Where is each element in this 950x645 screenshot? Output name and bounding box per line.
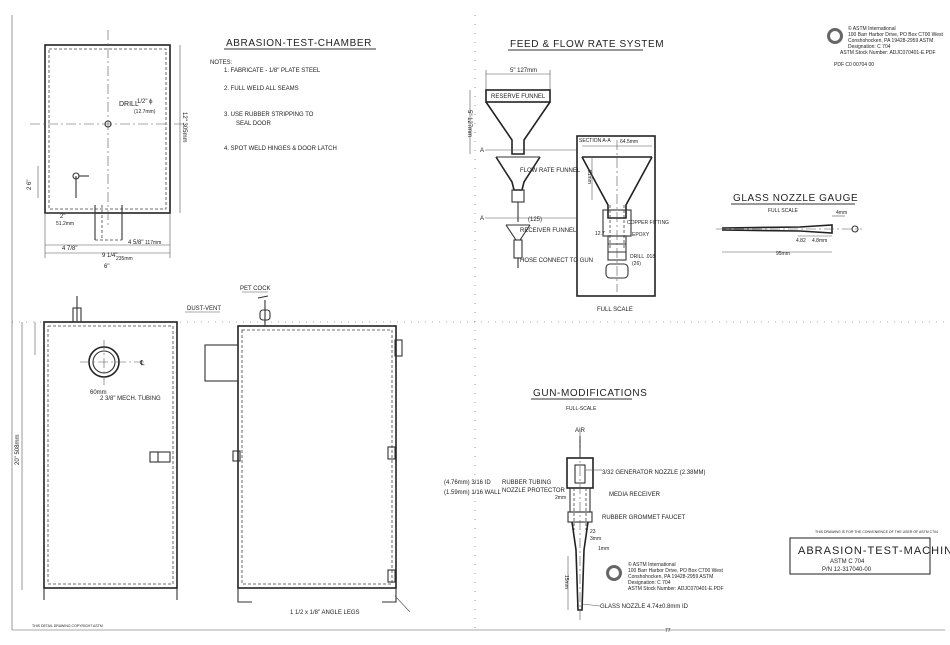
- dim-2-6: 2 6": [27, 180, 33, 190]
- feed-system-drawing: [469, 70, 656, 297]
- astm-mid-line-5: ASTM Stock Number: ADJC070401-E.PDF: [628, 586, 724, 592]
- section-marker-a2: A: [480, 216, 484, 222]
- dim-4-5-8-mm: 117mm: [145, 240, 161, 246]
- centerline-mark: ℄: [139, 360, 145, 367]
- reserve-funnel-label: RESERVE FUNNEL: [491, 94, 546, 100]
- glass-nozzle-label: GLASS NOZZLE 4.74±0.8mm ID: [600, 604, 689, 610]
- receiver-funnel-label: RECEIVER FUNNEL: [520, 228, 577, 234]
- dim-6: 6": [104, 264, 109, 270]
- title-block: [789, 537, 931, 575]
- tubing-wall-label: (1.59mm) 1/16 WALL: [444, 490, 501, 496]
- title-block-pn: P/N 12-317040-00: [822, 567, 872, 573]
- gun-dim-1: 1mm: [598, 546, 609, 552]
- rubber-tubing-label: RUBBER TUBING: [502, 480, 552, 486]
- tubing-id-label: (4.76mm) 3/16 ID: [444, 480, 491, 486]
- feed-dim-5: 5" 127mm: [466, 110, 472, 137]
- gun-dim-23: 23: [590, 529, 596, 535]
- section-marker-a1: A: [480, 148, 484, 154]
- dim-9-mm: 235mm: [116, 256, 133, 262]
- gun-subtitle: FULL-SCALE: [566, 406, 597, 412]
- hose-connect-label: HOSE CONNECT TO GUN: [520, 258, 593, 264]
- chamber-plan-view: [30, 30, 185, 258]
- gauge-dim-95: 95mm: [776, 251, 790, 257]
- section-label: SECTION A-A: [579, 138, 611, 144]
- angle-legs-label: 1 1/2 x 1/8" ANGLE LEGS: [290, 610, 360, 616]
- astm-mid-line-1: © ASTM International: [628, 561, 676, 568]
- dim-9-1-4: 9 1/4": [102, 253, 117, 259]
- astm-top-line-3: Conshohocken, PA 19428-2959 ASTM: [848, 38, 933, 44]
- drill-label: DRILL: [119, 101, 139, 108]
- flow-rate-funnel-label: FLOW RATE FUNNEL: [520, 168, 581, 174]
- dim-51: 51mm: [586, 170, 592, 184]
- gauge-dim-48: 4.8mm: [812, 238, 827, 244]
- pet-cock-label: PET COCK: [240, 286, 271, 292]
- note-1: 1. FABRICATE - 1/8" PLATE STEEL: [224, 68, 321, 74]
- dim-4-7-8: 4 7/8": [62, 246, 77, 252]
- note-3b: SEAL DOOR: [236, 121, 271, 127]
- gun-dim-3: 3mm: [590, 536, 601, 542]
- astm-mid-line-4: Designation: C 704: [628, 580, 671, 586]
- gauge-subtitle: FULL SCALE: [768, 208, 798, 214]
- dim-4-5-8: 4 5/8": [128, 240, 143, 246]
- dim-chamber-height: 12" 305mm: [181, 112, 187, 142]
- dim-125: (125): [528, 217, 542, 223]
- dust-vent-label: DUST-VENT: [187, 306, 221, 312]
- note-3: 3. USE RUBBER STRIPPING TO: [224, 112, 314, 118]
- astm-stamp-top: [827, 28, 843, 44]
- footer-mid: 77: [665, 628, 671, 634]
- drill-mm: (12.7mm): [134, 109, 156, 115]
- chamber-side-view: [204, 295, 411, 613]
- dim-2-mm: 51.2mm: [56, 221, 74, 227]
- tubing-mm: 60mm: [90, 390, 107, 396]
- tubing-label: 2 3/8" MECH. TUBING: [100, 396, 161, 402]
- gun-title: GUN-MODIFICATIONS: [533, 388, 647, 399]
- note-2: 2. FULL WELD ALL SEAMS: [224, 86, 299, 92]
- nozzle-protector-label: NOZZLE PROTECTOR: [502, 488, 566, 494]
- feed-dim-top: 5" 127mm: [510, 68, 537, 74]
- chamber-front-view: [21, 296, 178, 600]
- astm-mid-line-2: 100 Barr Harbor Drive, PO Box C700 West: [628, 568, 724, 574]
- astm-top-line-2: 100 Barr Harbor Drive, PO Box C700 West: [848, 32, 944, 38]
- air-label: AIR: [575, 428, 586, 434]
- dim-20: 20" 508mm: [15, 435, 21, 465]
- astm-stamp-mid: [606, 565, 622, 581]
- gun-dim-15: 15mm: [563, 575, 569, 589]
- drill-018-label: DRILL .018: [630, 254, 655, 260]
- gauge-drawing: [716, 215, 862, 253]
- chamber-title: ABRASION-TEST-CHAMBER: [226, 38, 372, 49]
- title-block-astm: ASTM C 704: [830, 559, 865, 565]
- dim-26: (26): [632, 261, 641, 267]
- astm-mid-line-3: Conshohocken, PA 19428-2959 ASTM: [628, 574, 713, 580]
- feed-title: FEED & FLOW RATE SYSTEM: [510, 39, 664, 50]
- copper-fitting-label: COPPER FITTING: [627, 220, 669, 226]
- epoxy-label: EPOXY: [632, 232, 650, 238]
- astm-top-line-1: © ASTM International: [848, 25, 896, 32]
- astm-top-line-4: Designation: C 704: [848, 44, 891, 50]
- media-receiver-label: MEDIA RECEIVER: [609, 492, 661, 498]
- footer-left: THIS DETAIL DRAWING COPYRIGHT ASTM: [32, 624, 103, 628]
- gauge-title: GLASS NOZZLE GAUGE: [733, 193, 858, 204]
- note-4: 4. SPOT WELD HINGES & DOOR LATCH: [224, 146, 337, 152]
- gauge-dim-4: 4mm: [836, 210, 847, 216]
- drill-size: 1/2" ϕ: [137, 99, 153, 105]
- title-block-note: THIS DRAWING IS FOR THE CONVENIENCE OF T…: [815, 530, 938, 534]
- dim-64: 64.5mm: [620, 139, 638, 145]
- gun-drawing: [566, 430, 594, 620]
- dim-2: 2": [60, 214, 65, 220]
- dim-12-7: 12.7: [595, 231, 605, 237]
- title-block-title: ABRASION-TEST-MACHINE: [798, 545, 950, 557]
- notes-heading: NOTES:: [210, 60, 233, 66]
- feed-full-scale: FULL SCALE: [597, 307, 633, 313]
- generator-nozzle-label: 3/32 GENERATOR NOZZLE (2.38MM): [602, 470, 705, 476]
- astm-top-line-5: ASTM Stock Number: ADJC070401-E.PDF: [840, 50, 936, 56]
- rubber-grommet-label: RUBBER GROMMET FAUCET: [602, 515, 686, 521]
- gun-dim-2: 2mm: [555, 495, 566, 501]
- astm-top-code: PDF C0 00704 00: [834, 62, 874, 68]
- gauge-dim-482: 4.82: [796, 238, 806, 244]
